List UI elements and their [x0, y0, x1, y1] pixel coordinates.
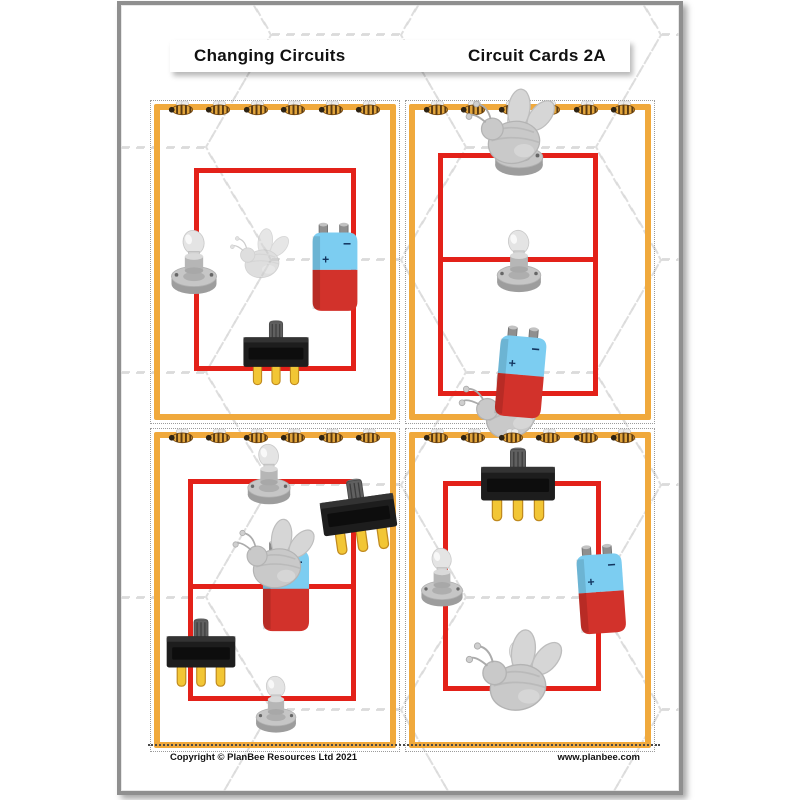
mini-bee-icon [168, 428, 195, 444]
mini-bee-icon [280, 100, 307, 116]
battery [307, 221, 363, 315]
mini-bee-icon [205, 428, 232, 444]
bee-icon [465, 627, 569, 717]
switch [311, 470, 406, 567]
mini-bee-icon [280, 428, 307, 444]
bee-watermark [229, 226, 295, 283]
card-set-label: Circuit Cards 2A [467, 46, 606, 65]
switch-icon [480, 446, 556, 522]
mini-bee-icon [573, 100, 600, 116]
bee-watermark [231, 516, 323, 595]
mini-bee-icon [423, 428, 450, 444]
mini-bee-icon [573, 428, 600, 444]
bee-border-row [410, 428, 650, 445]
mini-bee-icon [168, 100, 195, 116]
card-orange-frame [154, 104, 396, 420]
bee-icon [464, 86, 561, 170]
battery [488, 323, 554, 424]
mini-bee-icon [423, 100, 450, 116]
bee-icon [231, 516, 321, 594]
bulb [244, 441, 294, 509]
bulb-icon [247, 441, 291, 505]
copyright-text: Copyright © PlanBee Resources Ltd 2021 [170, 751, 358, 763]
mini-bee-icon [355, 428, 382, 444]
bulb [252, 673, 300, 737]
bulb-icon [171, 227, 217, 295]
circuit-card [405, 86, 655, 454]
battery-icon [574, 542, 628, 636]
switch-icon [242, 319, 310, 386]
mini-bee-icon [318, 100, 345, 116]
mini-bee-icon [318, 428, 345, 444]
bulb [417, 545, 467, 611]
switch [476, 437, 560, 537]
mini-bee-icon [243, 100, 270, 116]
bee-watermark [464, 83, 564, 175]
mini-bee-icon [610, 100, 637, 116]
mini-bee-icon [535, 428, 562, 444]
bee-watermark [464, 625, 572, 721]
bulb [492, 227, 546, 297]
bee-border-row [155, 100, 395, 117]
footer: Copyright © PlanBee Resources Ltd 2021 w… [148, 749, 660, 765]
bulb-icon [420, 545, 464, 607]
switch [239, 313, 313, 397]
mini-bee-icon [498, 428, 525, 444]
mini-bee-icon [460, 428, 487, 444]
circuit-card [405, 428, 655, 752]
mini-bee-icon [243, 428, 270, 444]
switch [162, 613, 240, 697]
battery-icon [312, 222, 358, 312]
mini-bee-icon [610, 428, 637, 444]
battery [569, 541, 633, 639]
battery-icon [493, 324, 549, 420]
mini-bee-icon [205, 100, 232, 116]
switch-icon [316, 473, 402, 558]
worksheet-page: Changing Circuits Circuit Cards 2A [117, 1, 683, 795]
bulb-icon [255, 673, 297, 734]
footer-dotted-rule [148, 744, 660, 746]
page-title: Changing Circuits [194, 46, 346, 65]
circuit-card [150, 428, 402, 752]
mini-bee-icon [355, 100, 382, 116]
switch-icon [165, 617, 237, 687]
bulb [168, 227, 220, 299]
website-text: www.planbee.com [557, 751, 640, 763]
bee-icon [229, 226, 294, 282]
circuit-card [150, 100, 400, 424]
title-bar: Changing Circuits Circuit Cards 2A [170, 40, 630, 72]
bulb-icon [496, 227, 542, 293]
